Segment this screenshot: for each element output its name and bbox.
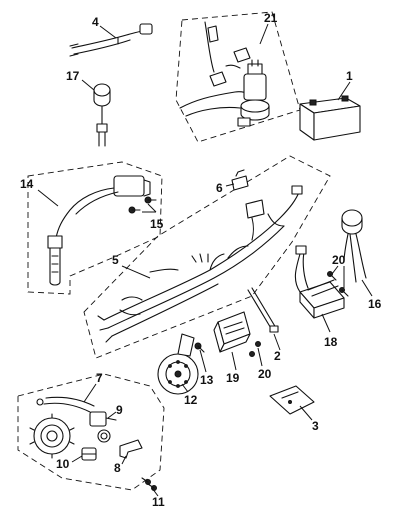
- horn-bolt-part: [194, 342, 205, 353]
- group-5-outline: [83, 155, 331, 359]
- horn-part: [157, 333, 199, 395]
- main-harness-part: [97, 185, 303, 343]
- connector-part: [231, 169, 249, 191]
- callout-6: 6: [216, 181, 223, 195]
- screws-part: [141, 477, 157, 491]
- cable-tie-part: [247, 287, 279, 333]
- wire-lead-part: [69, 23, 153, 57]
- callout-8: 8: [114, 461, 121, 475]
- callout-11: 11: [152, 495, 165, 509]
- callout-7: 7: [96, 371, 103, 385]
- cdi-unit-part: [213, 311, 251, 353]
- cdi-bolts-part: [249, 341, 261, 357]
- group-14-outline: [27, 161, 163, 295]
- pickup-coil-part: [89, 411, 117, 427]
- callout-21: 21: [264, 11, 278, 25]
- callout-13: 13: [200, 373, 214, 387]
- callout-17: 17: [66, 69, 80, 83]
- regulator-part: [294, 245, 345, 319]
- ignition-coil-part: [47, 175, 151, 286]
- stator-part: [29, 396, 95, 459]
- callout-2: 2: [274, 349, 281, 363]
- callout-16: 16: [368, 297, 382, 311]
- callout-19: 19: [226, 371, 240, 385]
- regulator-bolts-part: [327, 271, 349, 297]
- callout-18: 18: [324, 335, 338, 349]
- switch-plug-part: [93, 83, 111, 147]
- group-7-outline: [17, 373, 165, 491]
- battery-part: [299, 95, 361, 141]
- coil-bolts-part: [128, 196, 157, 214]
- callout-1: 1: [346, 69, 353, 83]
- callout-20-upper: 20: [332, 253, 346, 267]
- callout-20-lower: 20: [258, 367, 272, 381]
- callout-12: 12: [184, 393, 198, 407]
- callout-9: 9: [116, 403, 123, 417]
- starter-relay-part: [179, 21, 270, 127]
- callout-10: 10: [56, 457, 70, 471]
- callout-4: 4: [92, 15, 99, 29]
- grommet-part: [81, 447, 97, 461]
- callout-14: 14: [20, 177, 34, 191]
- horn-switch-part: [341, 209, 367, 283]
- bracket-plate-part: [269, 385, 315, 415]
- callout-5: 5: [112, 253, 119, 267]
- wire-clamp-part: [119, 439, 143, 459]
- oil-seal-part: [97, 429, 111, 443]
- callout-3: 3: [312, 419, 319, 433]
- callout-15: 15: [150, 217, 164, 231]
